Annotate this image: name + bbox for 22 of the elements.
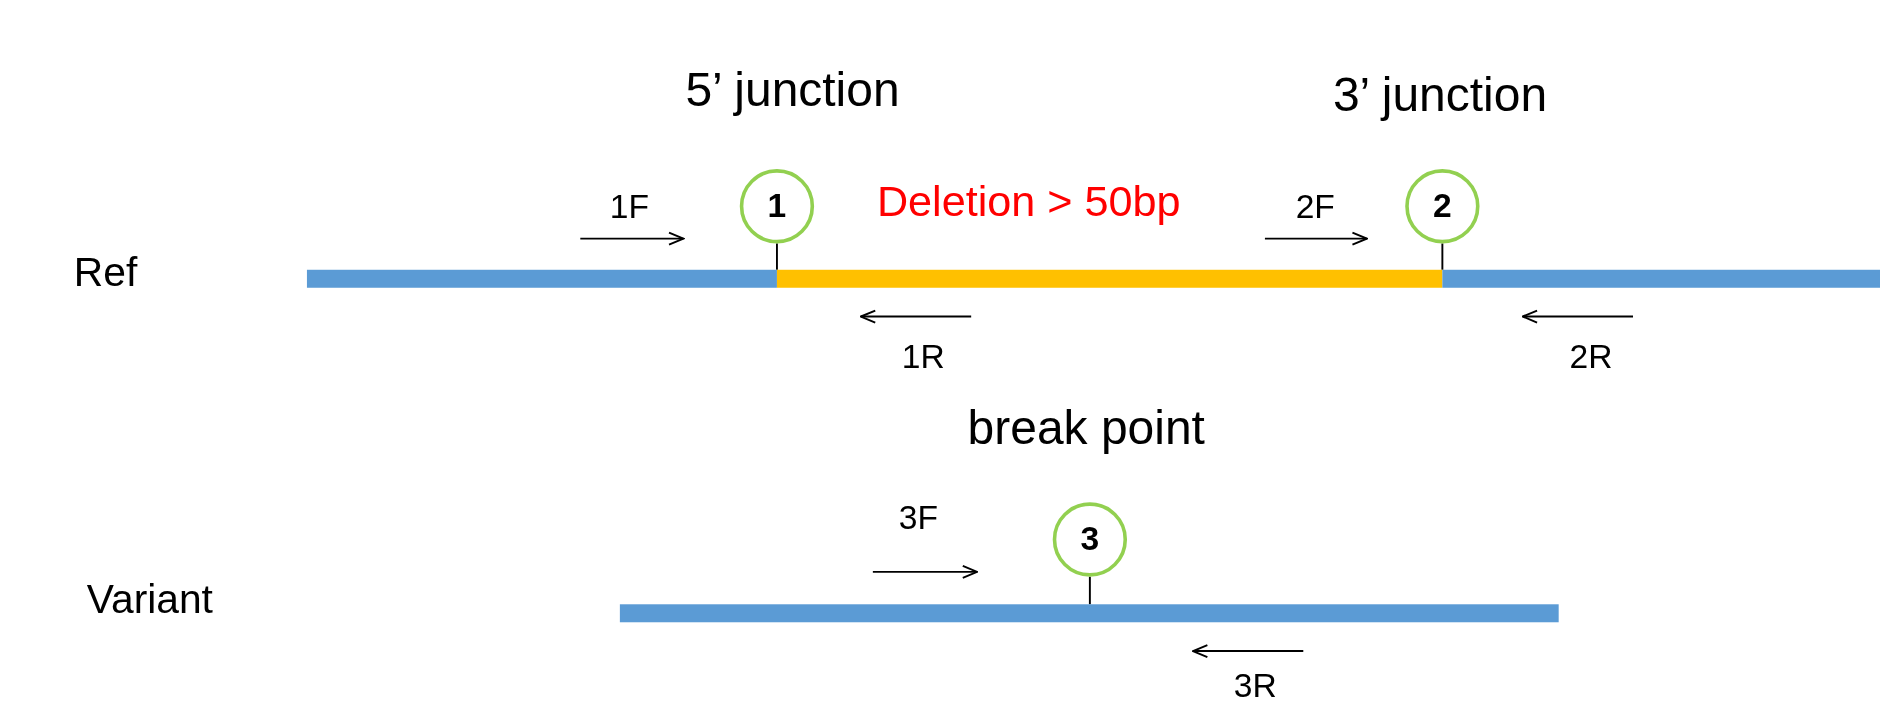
deletion-segment	[776, 269, 1443, 288]
heading: 3’ junction	[1332, 67, 1548, 122]
primer-label: 1R	[901, 338, 945, 377]
primer-label: 1F	[609, 188, 650, 227]
dna-strand	[619, 604, 1559, 623]
numbered-circle: 3	[1052, 502, 1128, 577]
dna-strand	[1442, 269, 1880, 288]
dna-strand	[306, 269, 777, 288]
primer-label: 3R	[1233, 666, 1277, 705]
heading: break point	[967, 401, 1205, 455]
leader-line	[776, 242, 778, 271]
primer-label: 2R	[1569, 338, 1613, 377]
leader-line	[1088, 575, 1091, 606]
numbered-circle: 1	[739, 169, 815, 244]
row-label: Ref	[73, 248, 138, 296]
row-label: Variant	[86, 576, 213, 623]
heading: 5’ junction	[685, 62, 900, 117]
deletion-label: Deletion > 50bp	[876, 176, 1181, 227]
primer-label: 2F	[1295, 188, 1335, 227]
primer-label: 3F	[898, 498, 938, 538]
leader-line	[1441, 242, 1444, 271]
numbered-circle: 2	[1405, 169, 1480, 244]
